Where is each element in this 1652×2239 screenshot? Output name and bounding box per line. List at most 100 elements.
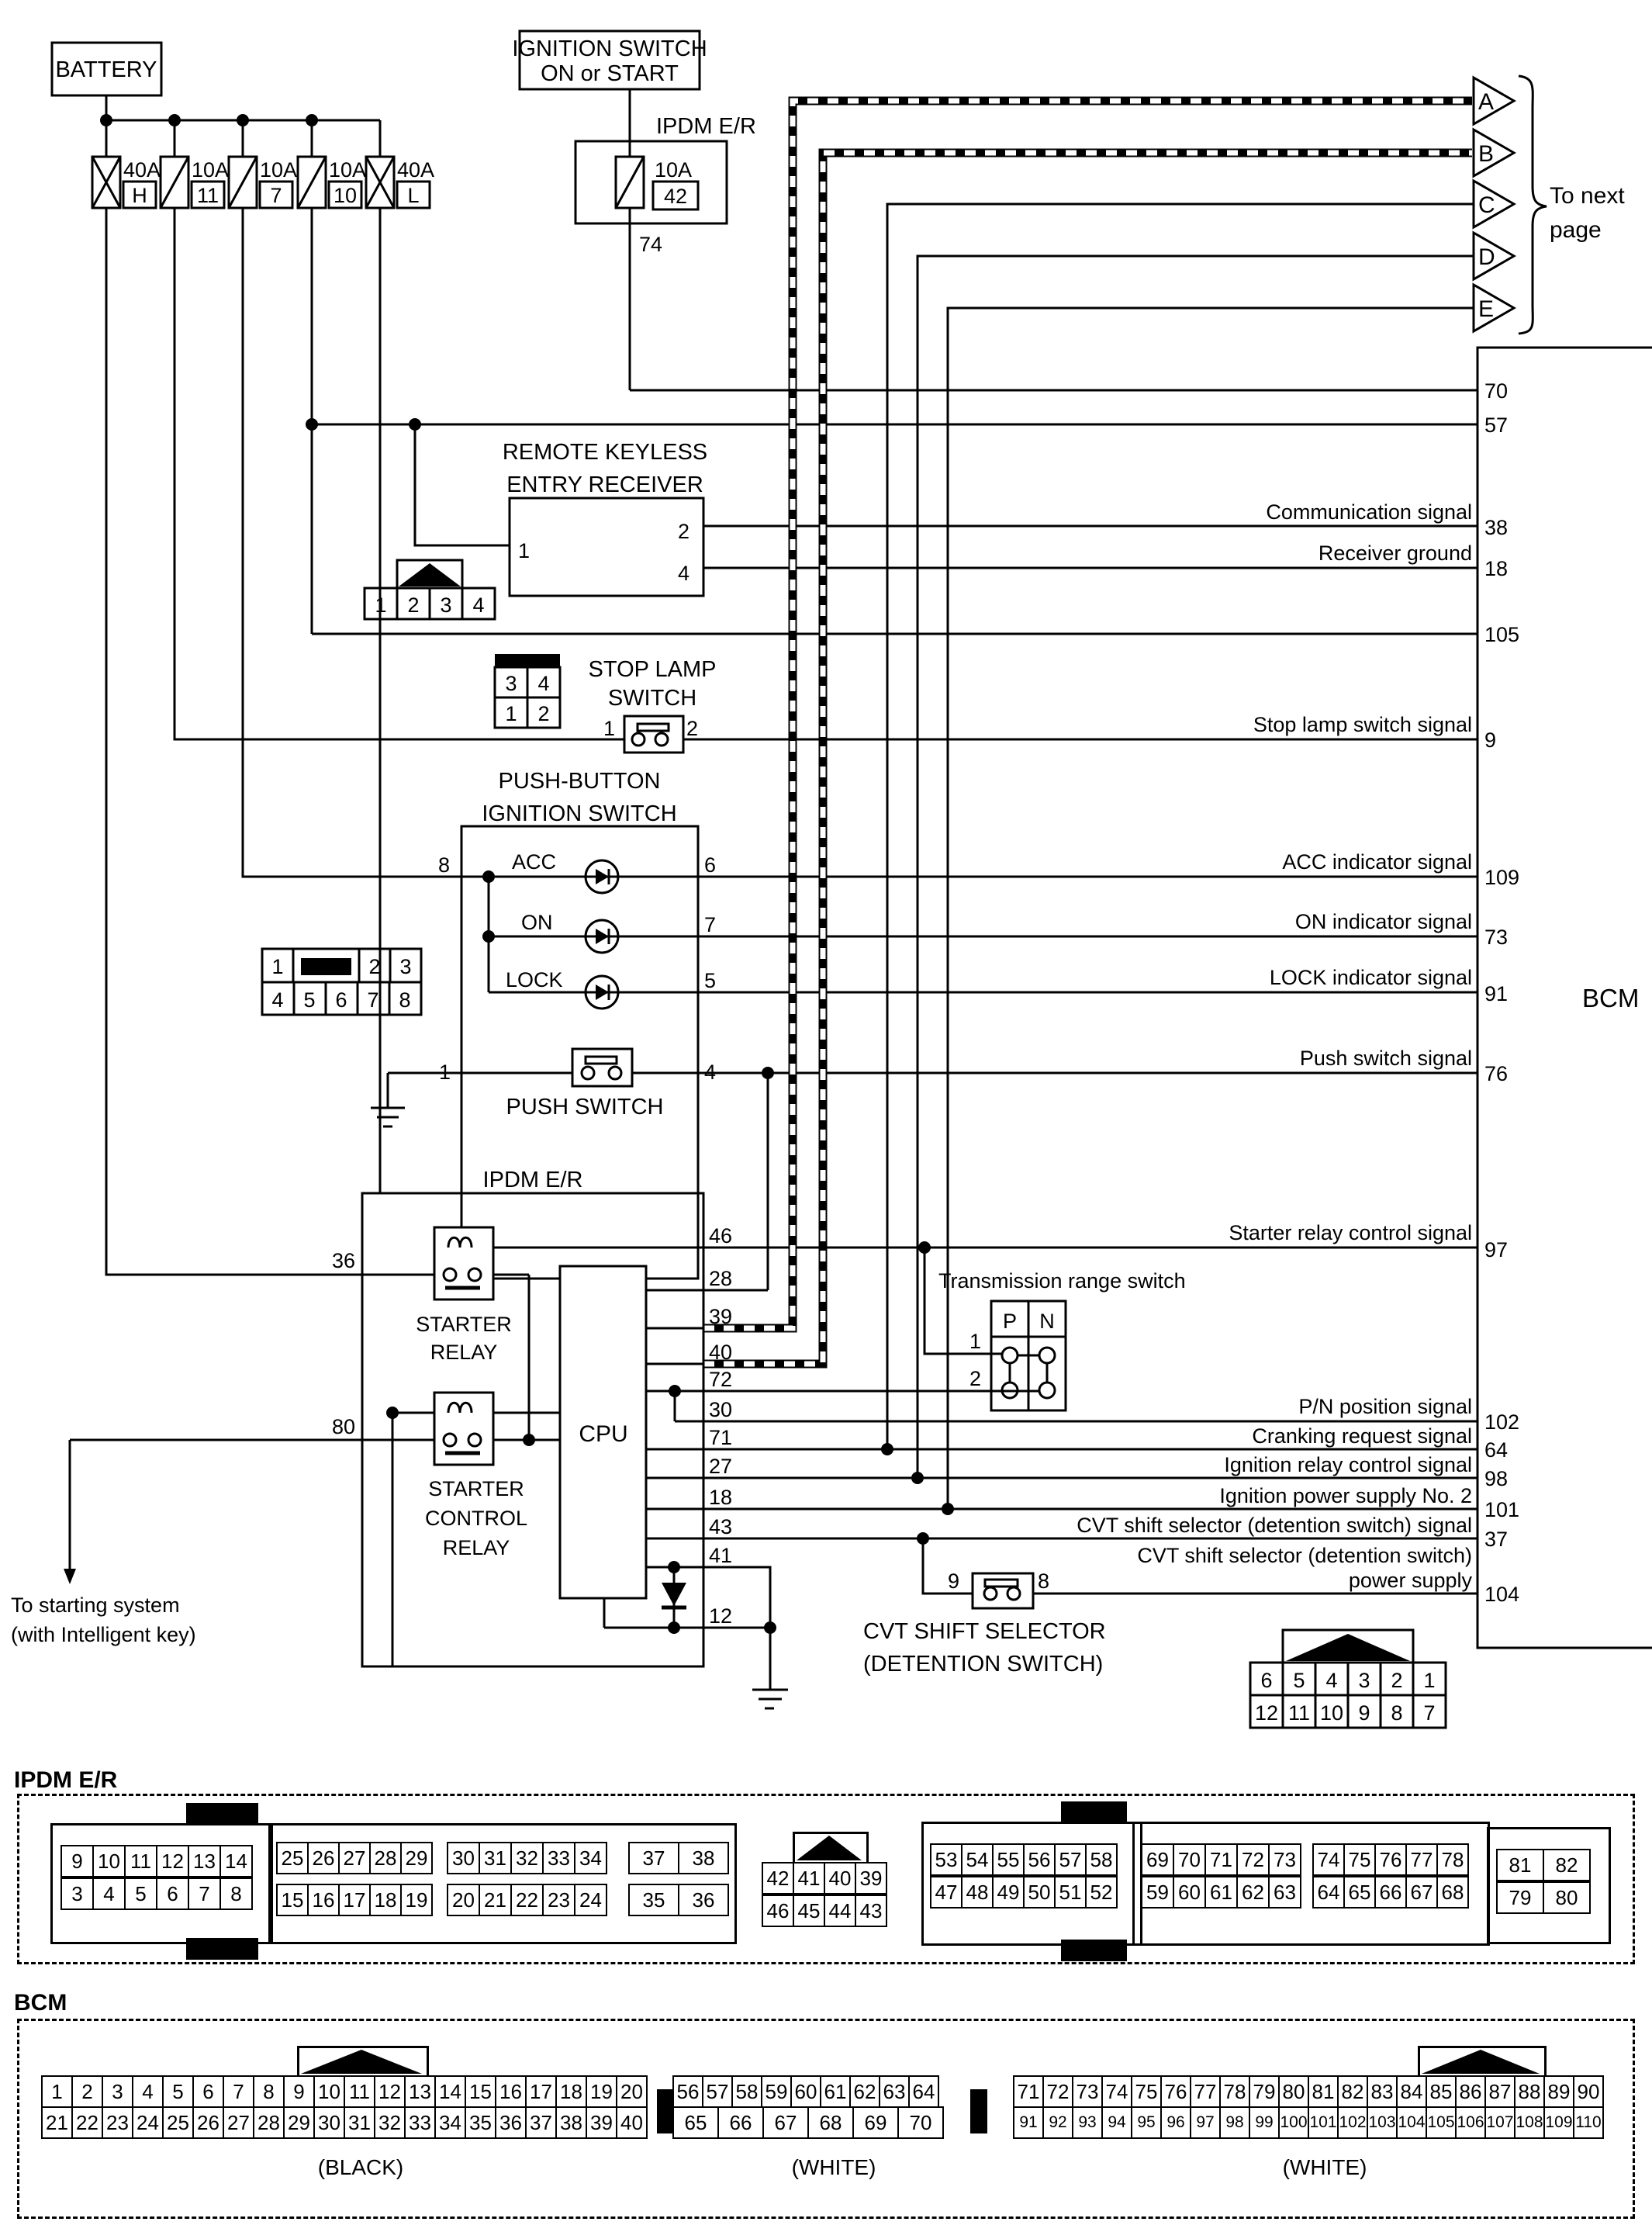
- connector-tab: [186, 1938, 258, 1960]
- ipdm-pin-74: 74: [639, 233, 662, 256]
- pin-cell: 63: [1268, 1876, 1301, 1909]
- pin-cell: 15: [465, 2075, 496, 2108]
- pin-cell: 39: [586, 2106, 617, 2139]
- legend-cell: 2: [407, 593, 419, 617]
- starter-control-relay-icon: [433, 1391, 495, 1466]
- pin-cell: 48: [961, 1876, 994, 1909]
- signal-pn-position: P/N position signal: [1298, 1395, 1472, 1418]
- pin-cell: 38: [678, 1842, 729, 1874]
- arrow-d-label: D: [1478, 244, 1495, 270]
- pin-cell: 62: [1236, 1876, 1270, 1909]
- pin-cell: 31: [344, 2106, 375, 2139]
- pin-cell: 8: [219, 1877, 253, 1910]
- pin-cell: 100: [1278, 2106, 1309, 2139]
- pin-cell: 98: [1219, 2106, 1250, 2139]
- battery-box: BATTERY: [50, 41, 163, 97]
- pin-cell: 72: [1236, 1843, 1270, 1876]
- pin-cell: 32: [374, 2106, 406, 2139]
- pin-cell: 80: [1543, 1881, 1591, 1914]
- ipdm-pin-27: 27: [709, 1455, 732, 1478]
- pin-cell: 91: [1013, 2106, 1044, 2139]
- pin-cell: 40: [616, 2106, 648, 2139]
- pin-cell: 26: [307, 1842, 340, 1874]
- pin-cell: 51: [1054, 1876, 1087, 1909]
- pin-cell: 80: [1278, 2075, 1309, 2108]
- ipdm-top-label: IPDM E/R: [656, 114, 756, 139]
- pin-cell: 9: [283, 2075, 315, 2108]
- pin-cell: 34: [434, 2106, 466, 2139]
- legend-cell: 1: [375, 593, 386, 617]
- shielded-wire-b: [703, 148, 1472, 1369]
- pin-cell: 20: [447, 1884, 480, 1916]
- pin-cell: 73: [1072, 2075, 1103, 2108]
- arrow-a-label: A: [1478, 89, 1494, 115]
- pin-cell: 36: [495, 2106, 527, 2139]
- bcm-pin-104: 104: [1484, 1583, 1519, 1606]
- pin-cell: 38: [555, 2106, 587, 2139]
- acc-led-icon: [584, 859, 620, 895]
- bcm-pin-97: 97: [1484, 1238, 1508, 1261]
- pin-cell: 17: [525, 2075, 557, 2108]
- stop-lamp-title1: STOP LAMP: [589, 657, 717, 682]
- pin-cell: 39: [855, 1862, 887, 1895]
- transmission-range-switch: Transmission range switch P N 1 2: [938, 1269, 1186, 1412]
- pin-cell: 94: [1101, 2106, 1132, 2139]
- pbis-title1: PUSH-BUTTON: [499, 769, 661, 794]
- pin-cell: 78: [1436, 1843, 1469, 1876]
- trs-n: N: [1039, 1310, 1055, 1333]
- pin-cell: 70: [1173, 1843, 1206, 1876]
- pin-cell: 65: [672, 2106, 719, 2139]
- signal-ignition-relay: Ignition relay control signal: [1224, 1453, 1472, 1476]
- pin-cell: 78: [1219, 2075, 1250, 2108]
- stop-lamp-pin-2: 2: [686, 717, 698, 740]
- ignition-switch-line2: ON or START: [541, 61, 679, 86]
- pin-cell: 29: [283, 2106, 315, 2139]
- wires: [68, 89, 1477, 1690]
- keyless-receiver: REMOTE KEYLESS ENTRY RECEIVER 1 2 4 1 2 …: [363, 440, 707, 621]
- connector-arrow-icon: [1422, 2050, 1540, 2074]
- pin-cell: 33: [542, 1842, 575, 1874]
- pin-cell: 61: [820, 2075, 851, 2108]
- ipdm-pin-18: 18: [709, 1486, 732, 1509]
- signal-receiver-ground: Receiver ground: [1318, 542, 1472, 565]
- pin-cell: 1: [41, 2075, 73, 2108]
- pbis-connector-legend: 1 2 3 4 5 6 7 8: [261, 947, 423, 1016]
- pin-cell: 15: [276, 1884, 309, 1916]
- pin-cell: 37: [628, 1842, 679, 1874]
- bcm-pin-9: 9: [1484, 728, 1496, 752]
- bcm-label: BCM: [1582, 984, 1639, 1012]
- signal-lock-indicator: LOCK indicator signal: [1270, 966, 1472, 989]
- arrow-e-label: E: [1478, 296, 1494, 322]
- pin-cell: 87: [1484, 2075, 1515, 2108]
- diode-icon: [662, 1583, 686, 1610]
- bcm-pin-91: 91: [1484, 982, 1508, 1005]
- legend-cell: 1: [1423, 1669, 1435, 1692]
- fusible-link-h: 40A H: [91, 155, 161, 209]
- bcm-pin-18: 18: [1484, 557, 1508, 580]
- pin-cell: 69: [852, 2106, 899, 2139]
- pin-cell: 12: [374, 2075, 406, 2108]
- pin-cell: 7: [188, 1877, 221, 1910]
- cvt-shift-selector: 9 8 CVT SHIFT SELECTOR (DETENTION SWITCH…: [863, 1569, 1447, 1729]
- pin-cell: 92: [1042, 2106, 1073, 2139]
- pin-cell: 93: [1072, 2106, 1103, 2139]
- to-next-page-line1: To next: [1550, 183, 1625, 209]
- pin-cell: 75: [1343, 1843, 1376, 1876]
- pin-cell: 74: [1101, 2075, 1132, 2108]
- ipdm-connector-2: [268, 1823, 737, 1944]
- pin-cell: 52: [1085, 1876, 1118, 1909]
- pin-cell: 11: [124, 1845, 157, 1877]
- pin-cell: 62: [849, 2075, 880, 2108]
- pin-cell: 68: [1436, 1876, 1469, 1909]
- ipdm-connector-1: [50, 1823, 273, 1944]
- pin-cell: 77: [1405, 1843, 1438, 1876]
- pin-cell: 3: [60, 1877, 94, 1910]
- pin-cell: 18: [369, 1884, 402, 1916]
